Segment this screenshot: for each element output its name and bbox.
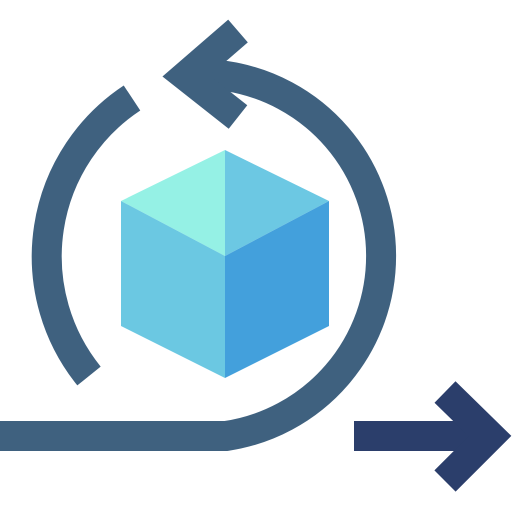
cube-top-left-face: [121, 150, 225, 256]
cycle-main-arc: [0, 61, 397, 451]
circular-arrow-icon: [0, 19, 397, 451]
cycle-left-arc: [31, 85, 141, 386]
cube-icon: [121, 150, 329, 378]
forward-arrow-icon: [354, 381, 512, 492]
cube-top-right-face: [225, 150, 329, 256]
cube-left-face: [121, 201, 225, 378]
cycle-arrow-head: [162, 19, 248, 129]
forward-arrow-head: [434, 381, 512, 492]
cube-right-face: [225, 201, 329, 378]
